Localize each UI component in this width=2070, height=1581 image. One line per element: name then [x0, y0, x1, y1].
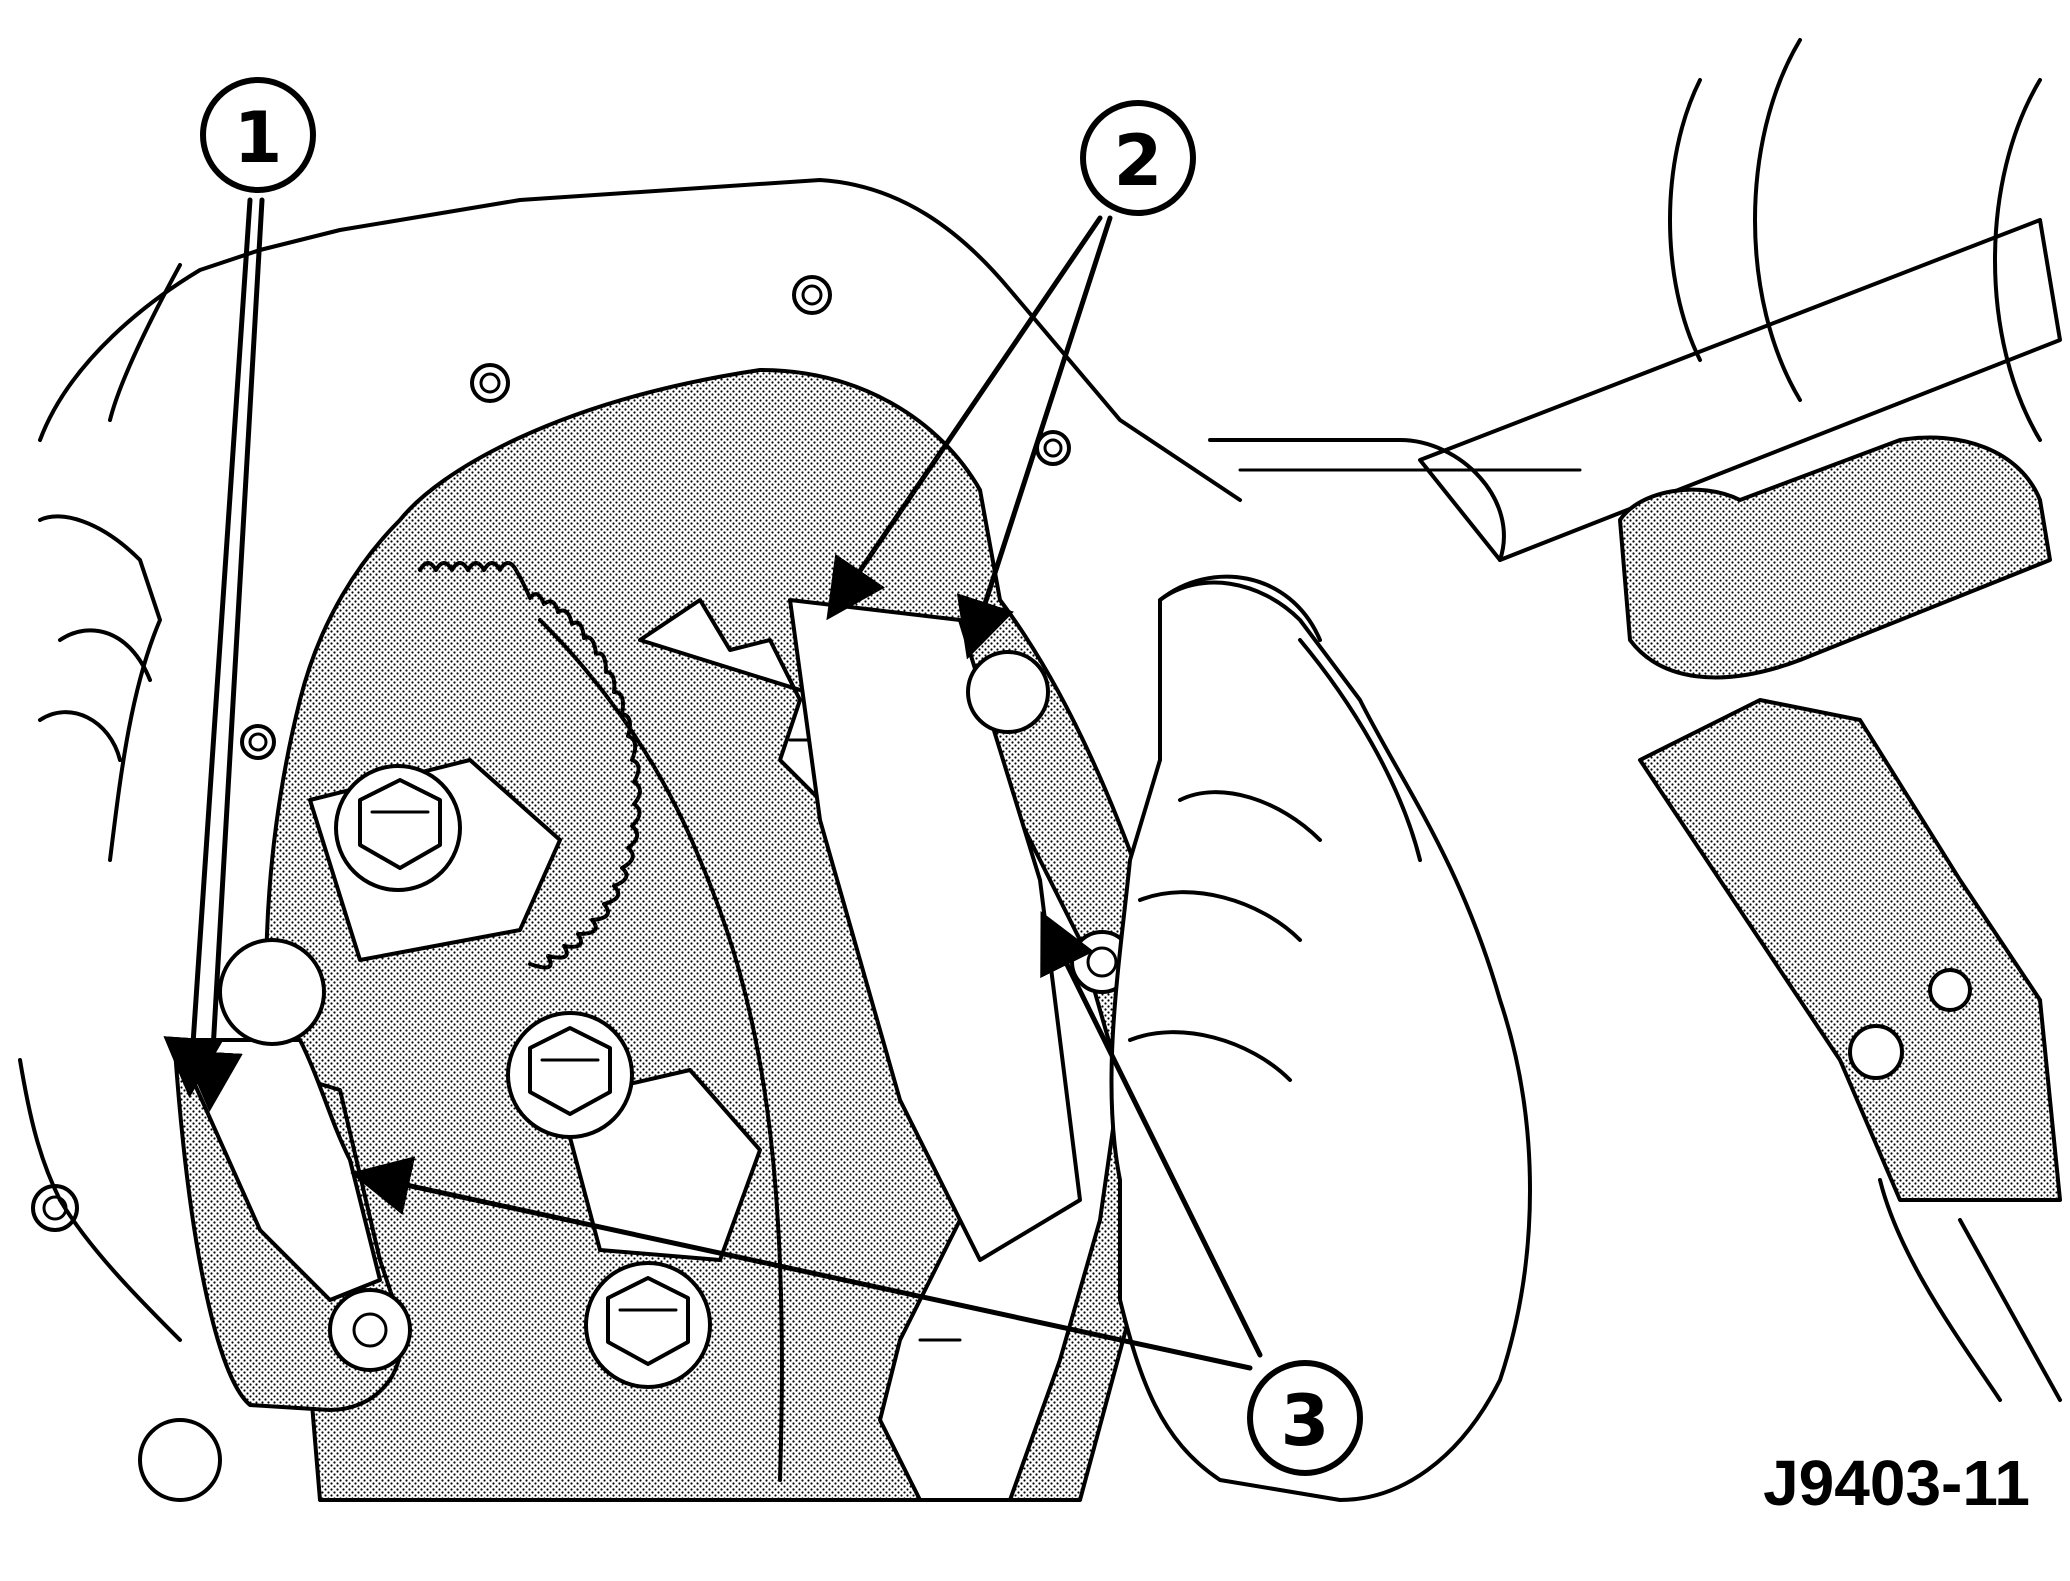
callout-3: 3 — [1247, 1360, 1363, 1476]
callout-1: 1 — [200, 77, 316, 193]
flywheel-bolt — [334, 764, 462, 892]
flywheel-bolt — [584, 1261, 712, 1389]
housing-bolt-hole — [240, 724, 276, 760]
flywheel-bolt — [506, 1011, 634, 1139]
callout-3-leaders — [350, 911, 1263, 1371]
figure-id: J9403-11 — [1763, 1447, 2030, 1519]
wrench-handle — [1208, 218, 2062, 1402]
callout-2-leaders — [826, 215, 1113, 660]
callout-1-leaders — [163, 197, 265, 1112]
callout-2: 2 — [1080, 100, 1196, 216]
housing-bolt-hole — [1035, 430, 1071, 466]
housing-bolt-hole — [31, 1184, 79, 1232]
background-arcs — [1668, 38, 2042, 442]
alignment-tool-right — [788, 598, 1134, 1262]
hand — [1109, 574, 1532, 1502]
housing-bolt-hole — [470, 363, 510, 403]
svg-text:2: 2 — [1114, 120, 1163, 202]
svg-text:1: 1 — [234, 97, 283, 179]
housing-bolt-hole — [792, 275, 832, 315]
svg-text:3: 3 — [1281, 1380, 1330, 1462]
